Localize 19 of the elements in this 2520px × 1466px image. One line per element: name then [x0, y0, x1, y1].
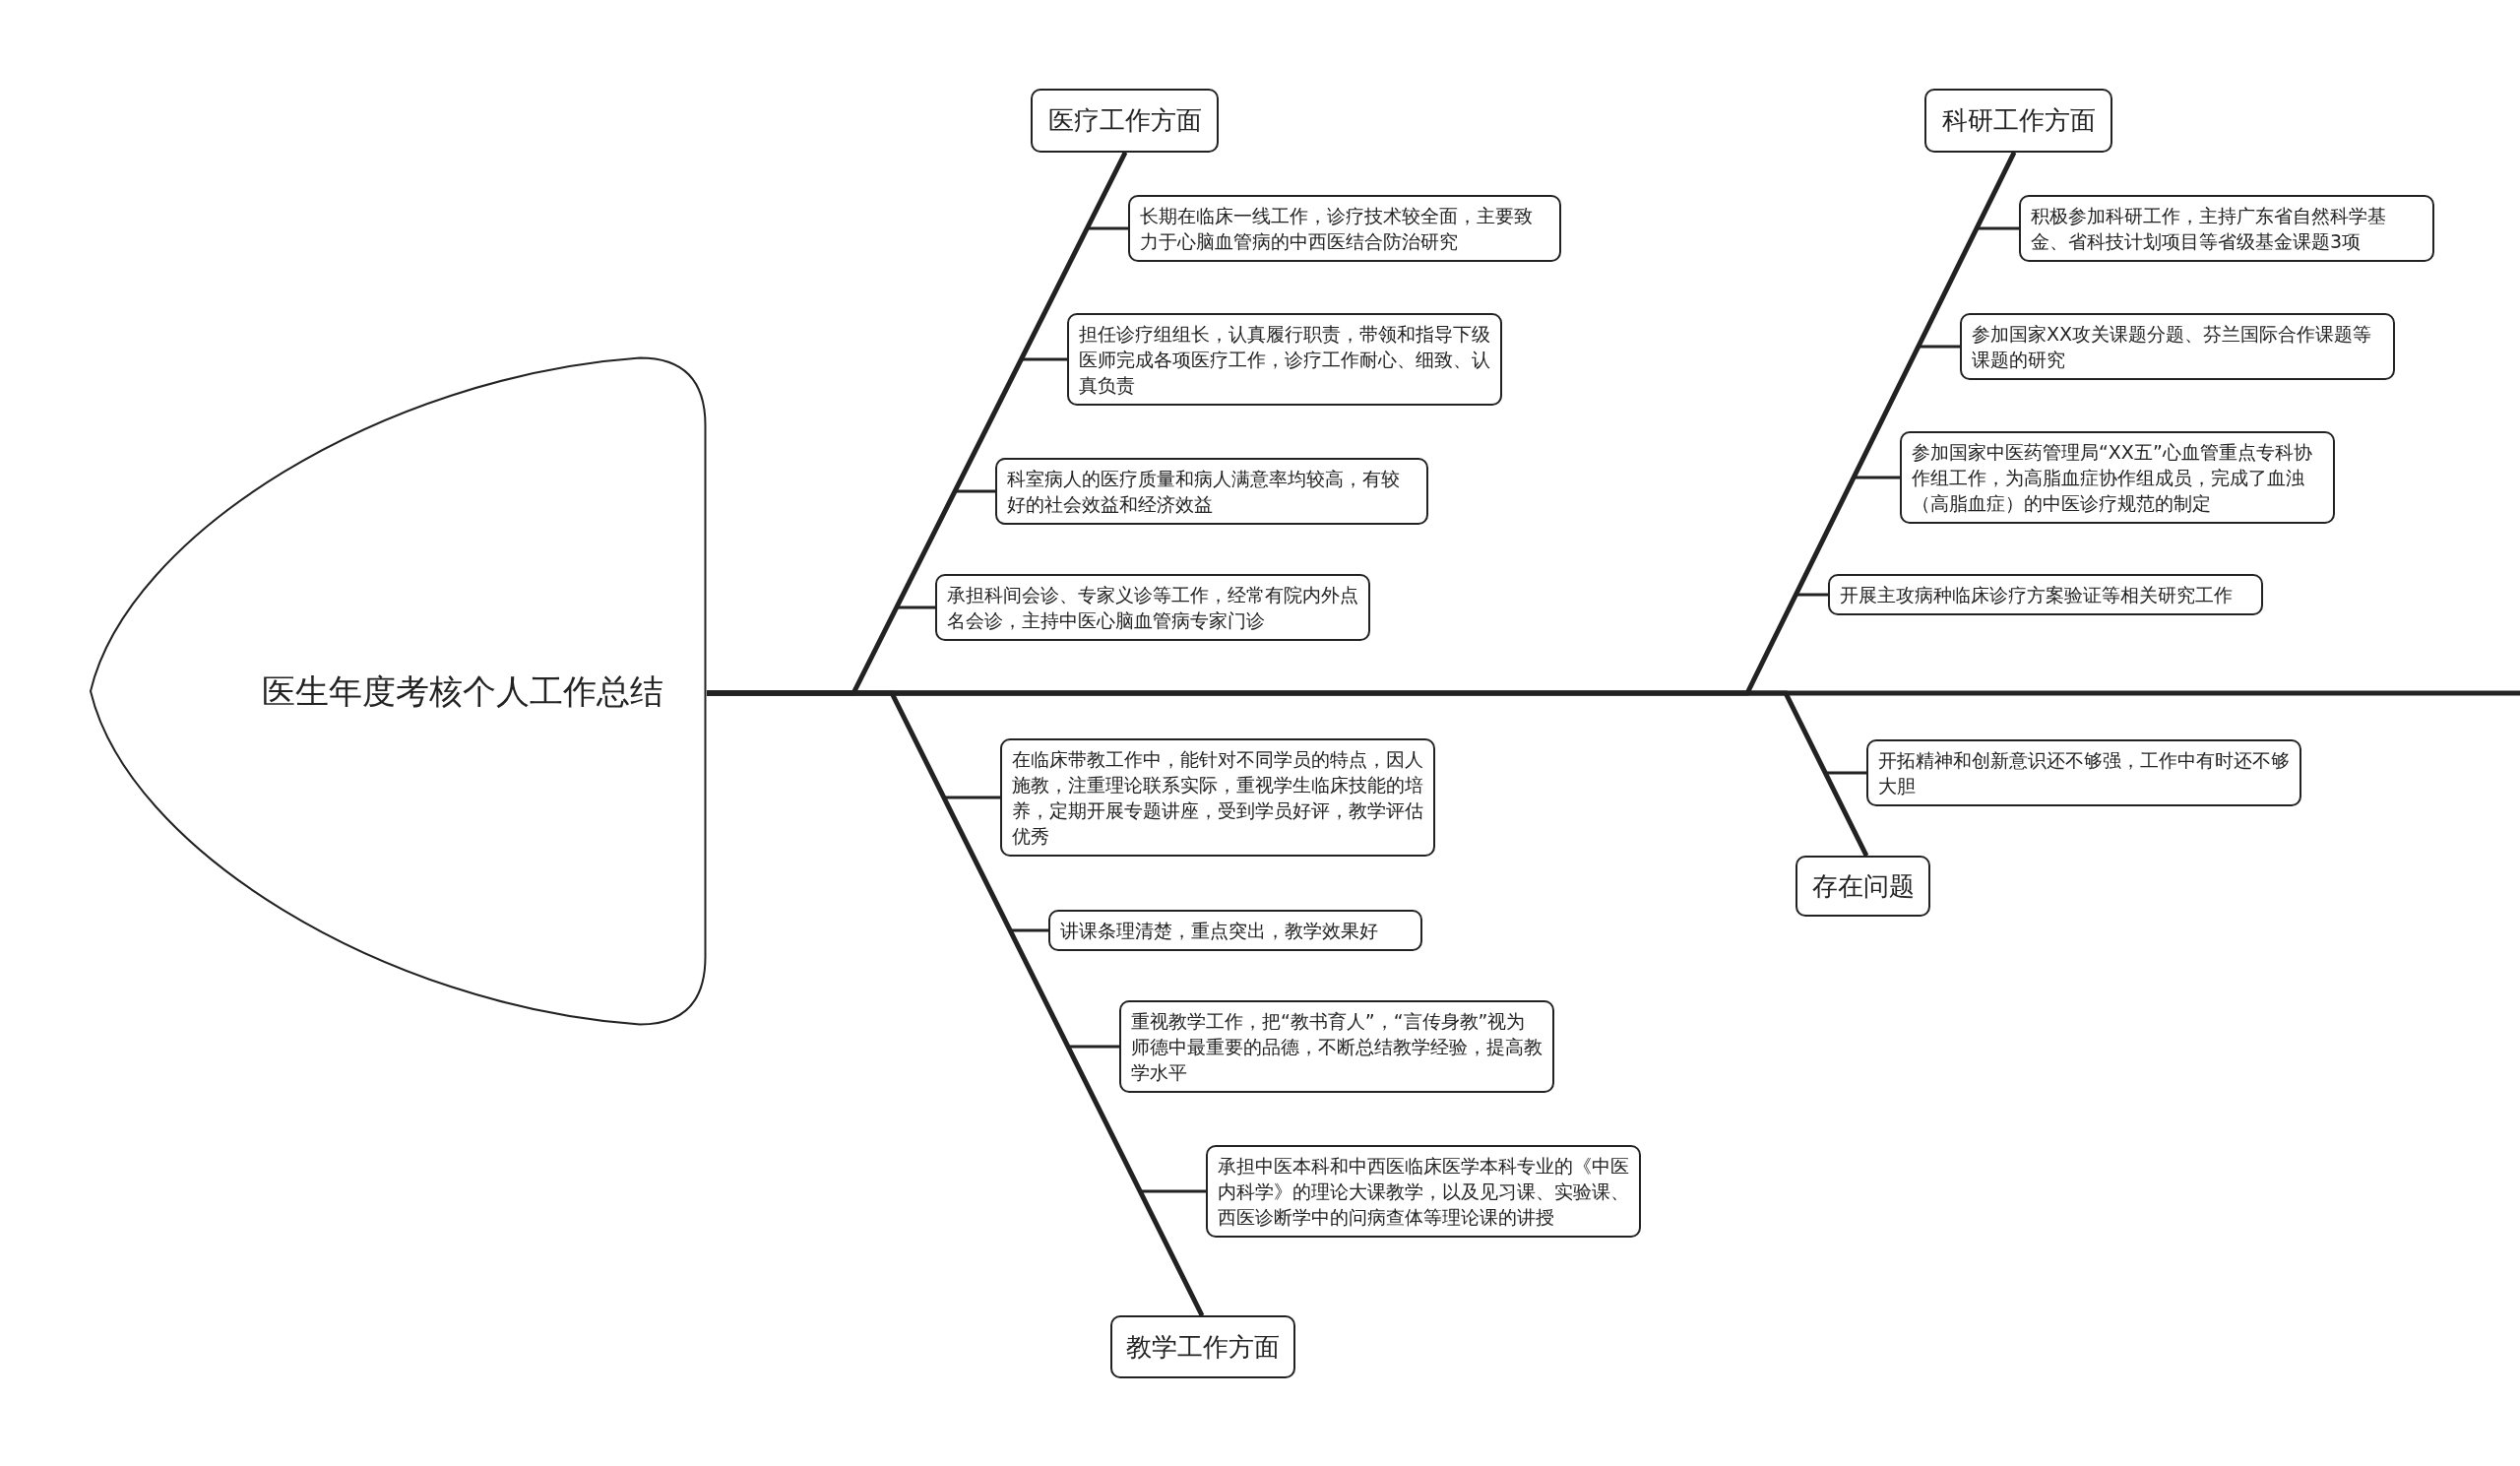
detail-box: 科室病人的医疗质量和病人满意率均较高，有较好的社会效益和经济效益: [995, 458, 1428, 525]
detail-box: 开拓精神和创新意识还不够强，工作中有时还不够大胆: [1866, 739, 2301, 806]
detail-box: 重视教学工作，把“教书育人”，“言传身教”视为师德中最重要的品德，不断总结教学经验，提高教学水平: [1119, 1000, 1554, 1093]
detail-box: 参加国家XX攻关课题分题、芬兰国际合作课题等课题的研究: [1960, 313, 2395, 380]
detail-box: 承担中医本科和中西医临床医学本科专业的《中医内科学》的理论大课教学，以及见习课、实验课、西医诊断学中的问病查体等理论课的讲授: [1206, 1145, 1641, 1238]
category-box: 科研工作方面: [1924, 89, 2112, 153]
detail-box: 参加国家中医药管理局“XX五”心血管重点专科协作组工作，为高脂血症协作组成员，完成了血浊（高脂血症）的中医诊疗规范的制定: [1900, 431, 2335, 524]
bone-line: [707, 690, 1869, 858]
category-box: 医疗工作方面: [1031, 89, 1219, 153]
detail-box: 承担科间会诊、专家义诊等工作，经常有院内外点名会诊，主持中医心脑血管病专家门诊: [935, 574, 1370, 641]
detail-box: 在临床带教工作中，能针对不同学员的特点，因人施教，注重理论联系实际，重视学生临床技能的培养，定期开展专题讲座，受到学员好评，教学评估优秀: [1000, 738, 1435, 857]
detail-box: 长期在临床一线工作，诊疗技术较全面，主要致力于心脑血管病的中西医结合防治研究: [1128, 195, 1561, 262]
title-text: 医生年度考核个人工作总结: [261, 670, 664, 713]
detail-box: 担任诊疗组组长，认真履行职责，带领和指导下级医师完成各项医疗工作，诊疗工作耐心、细致、认真负责: [1067, 313, 1502, 406]
category-box: 存在问题: [1796, 856, 1930, 917]
detail-box: 积极参加科研工作，主持广东省自然科学基金、省科技计划项目等省级基金课题3项: [2019, 195, 2434, 262]
detail-box: 开展主攻病种临床诊疗方案验证等相关研究工作: [1828, 574, 2263, 615]
category-box: 教学工作方面: [1110, 1315, 1295, 1378]
detail-box: 讲课条理清楚，重点突出，教学效果好: [1048, 910, 1422, 951]
